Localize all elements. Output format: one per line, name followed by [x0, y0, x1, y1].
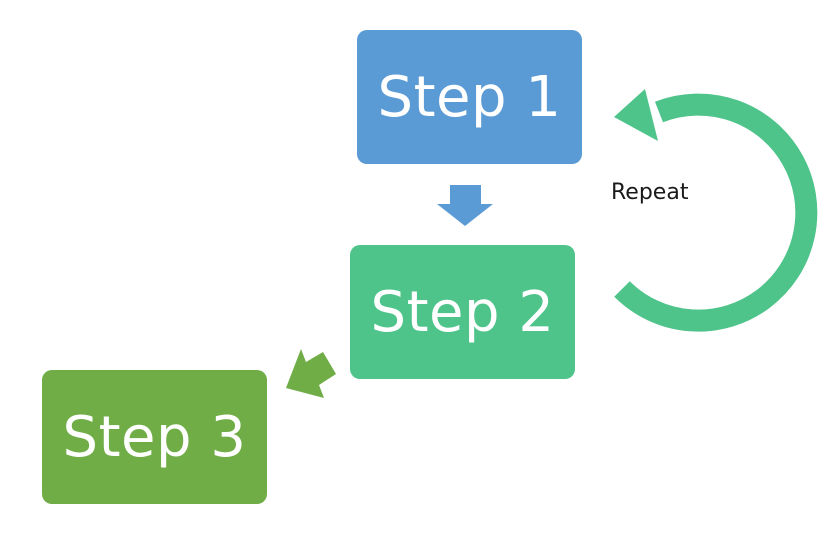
repeat-loop-arrow	[614, 93, 818, 332]
repeat-label: Repeat	[611, 180, 689, 205]
step-3-label: Step 3	[62, 404, 247, 470]
step-1-label: Step 1	[377, 64, 562, 130]
diagonal-arrow-icon	[286, 349, 336, 398]
step-2-box: Step 2	[350, 245, 575, 379]
step-1-box: Step 1	[357, 30, 582, 164]
repeat-arrowhead-icon	[614, 89, 658, 141]
down-arrow-icon	[437, 185, 493, 226]
step-3-box: Step 3	[42, 370, 267, 504]
step-2-label: Step 2	[370, 279, 555, 345]
